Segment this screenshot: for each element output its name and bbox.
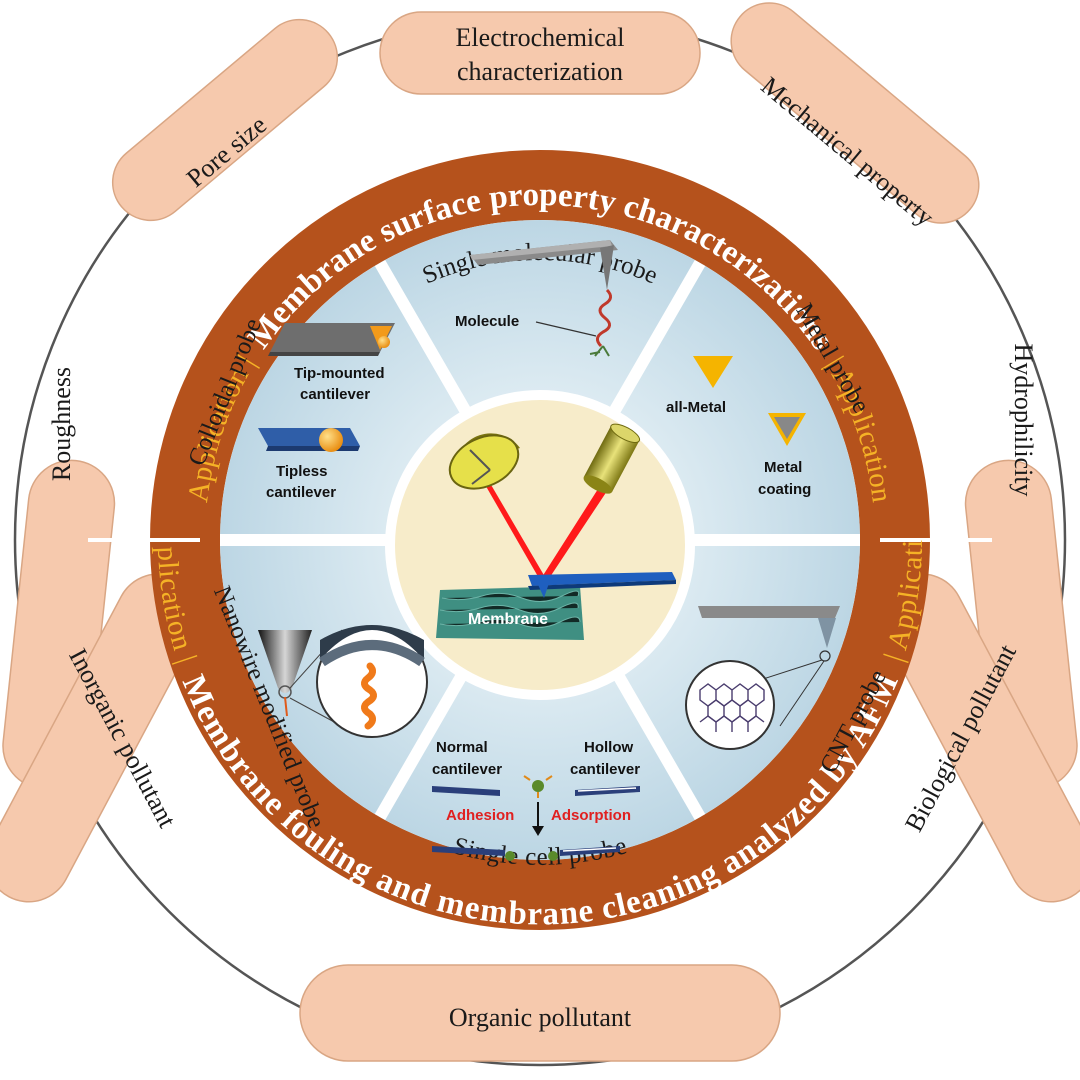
tip-mounted-label-2: cantilever: [300, 386, 370, 403]
colloid-sphere-icon: [319, 428, 343, 452]
all-metal-icon: [693, 356, 733, 388]
label-electrochemical-1: Electrochemical: [456, 23, 625, 52]
molecule-chain-icon: [596, 288, 612, 348]
molecule-pointer: [535, 321, 597, 337]
label-roughness: Roughness: [47, 367, 76, 481]
normal-cantilever-label-1: Normal: [436, 739, 488, 756]
center-circle: [385, 390, 695, 700]
pill-organic: [299, 964, 781, 1062]
normal-cantilever-label-2: cantilever: [432, 761, 502, 778]
laser-beam-2: [542, 478, 613, 580]
pill-pore-size: [111, 18, 339, 222]
adsorption-label: Adsorption: [551, 807, 631, 824]
pill-mechanical: [730, 2, 980, 224]
metal-coating-label-2: coating: [758, 481, 811, 498]
laser-source-icon: [583, 423, 641, 494]
pill-electrochemical: [379, 11, 701, 95]
cnt-lattice-icon: [685, 660, 775, 750]
afm-cantilever-icon: [528, 572, 676, 586]
afm-setup-illustration: Membrane: [436, 423, 676, 640]
cnt-cantilever-icon: [698, 606, 840, 618]
nanowire-zoom-icon: [316, 625, 428, 738]
label-electrochemical-2: characterization: [457, 57, 623, 86]
nanowire-cone-icon: [258, 630, 312, 693]
molecule-label: Molecule: [455, 313, 519, 330]
molecule-tail-icon: [589, 345, 610, 357]
adhesion-label: Adhesion: [446, 807, 514, 824]
normal-cantilever-top-icon: [432, 786, 500, 796]
cell-top-icon: [523, 775, 553, 798]
tipless-label-1: Tipless: [276, 463, 327, 480]
tipless-cantilever-icon: [258, 428, 360, 446]
tip-mounted-cantilever-icon: [270, 323, 395, 352]
photodetector-icon: [448, 433, 520, 490]
label-hydrophilicity: Hydrophilicity: [1009, 343, 1038, 496]
membrane-label: Membrane: [468, 611, 548, 628]
normal-cantilever-bottom-icon: [432, 846, 505, 856]
tipless-label-2: cantilever: [266, 484, 336, 501]
hollow-cantilever-label-1: Hollow: [584, 739, 633, 756]
label-organic: Organic pollutant: [449, 1003, 632, 1032]
metal-coating-label-1: Metal: [764, 459, 802, 476]
tip-mounted-label-1: Tip-mounted: [294, 365, 385, 382]
laser-beam-1: [472, 462, 545, 580]
hollow-cantilever-label-2: cantilever: [570, 761, 640, 778]
all-metal-label: all-Metal: [666, 399, 726, 416]
